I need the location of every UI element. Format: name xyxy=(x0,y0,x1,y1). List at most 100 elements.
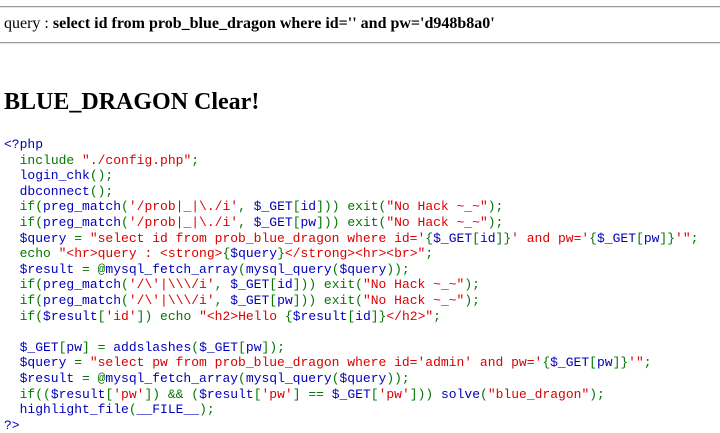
code-token: ( xyxy=(121,199,129,215)
code-token: $_GET xyxy=(230,292,270,308)
code-token: ]) echo xyxy=(136,308,200,324)
code-token: ])) exit( xyxy=(316,199,387,215)
code-token: ); xyxy=(589,386,605,402)
code-token: ( xyxy=(331,261,340,277)
code-token: dbconnect xyxy=(4,183,90,199)
query-display: query : select id from prob_blue_dragon … xyxy=(4,14,495,34)
code-token: __FILE__ xyxy=(136,402,200,418)
code-token: $_GET xyxy=(4,339,59,355)
code-token: ; xyxy=(191,152,200,168)
code-token: $_GET xyxy=(331,386,371,402)
code-token: , xyxy=(214,277,231,293)
code-token: = xyxy=(74,355,90,371)
code-token: "./config.php" xyxy=(82,152,192,168)
code-token: ])) exit( xyxy=(316,214,387,230)
code-token: preg_match xyxy=(43,292,122,308)
code-token: ); xyxy=(464,292,480,308)
code-line: echo "<hr>query : <strong>{$query}</stro… xyxy=(4,246,698,262)
code-token: [ xyxy=(238,339,246,355)
code-token xyxy=(4,215,20,230)
code-line: $result = @mysql_fetch_array(mysql_query… xyxy=(4,262,698,278)
top-horizontal-rule xyxy=(0,6,720,8)
code-token: ( xyxy=(121,214,129,230)
code-token: [ xyxy=(269,277,278,293)
code-token: if( xyxy=(19,214,44,230)
code-token: = @ xyxy=(82,370,106,386)
code-line: if(preg_match('/prob|_|\./i', $_GET[id])… xyxy=(4,199,698,215)
code-token: "No Hack ~_~" xyxy=(362,292,465,308)
code-token: "<h2>Hello xyxy=(199,308,285,324)
code-token: </strong><hr><br>" xyxy=(284,246,426,262)
code-token: 'pw' xyxy=(113,386,145,402)
code-token: [ xyxy=(105,386,114,402)
code-line: if($result['id']) echo "<h2>Hello {$resu… xyxy=(4,309,698,325)
code-token: $_GET xyxy=(199,339,239,355)
code-line: $_GET[pw] = addslashes($_GET[pw]); xyxy=(4,340,698,356)
code-token: ( xyxy=(238,370,246,386)
result-heading: BLUE_DRAGON Clear! xyxy=(4,89,260,115)
bottom-horizontal-rule xyxy=(0,42,720,44)
code-token: '/prob|_|\./i' xyxy=(128,199,239,215)
code-token: ( xyxy=(191,339,200,355)
code-token: if( xyxy=(19,308,44,324)
code-token: $_GET xyxy=(253,199,293,215)
code-token: solve xyxy=(441,386,481,402)
code-token: id xyxy=(479,230,496,246)
code-token: = xyxy=(74,230,90,246)
code-token: if( xyxy=(19,292,44,308)
code-token: [ xyxy=(589,355,597,371)
code-token: '/prob|_|\./i' xyxy=(128,214,239,230)
code-line: dbconnect(); xyxy=(4,184,698,200)
code-token: { xyxy=(589,230,597,246)
code-token: ])) exit( xyxy=(292,277,363,293)
code-token: $_GET xyxy=(230,277,270,293)
query-prefix: query : xyxy=(4,15,53,32)
code-token: $query xyxy=(4,230,75,246)
code-token: ' and pw=' xyxy=(511,230,590,246)
code-token: $result xyxy=(4,261,83,277)
code-token: [ xyxy=(636,230,644,246)
code-token: [ xyxy=(292,199,301,215)
code-token: echo xyxy=(19,246,59,262)
code-token: $_GET xyxy=(433,230,473,246)
code-token: pw xyxy=(277,292,293,308)
code-token: ]); xyxy=(261,339,285,355)
code-token: { xyxy=(425,230,434,246)
code-token: pw xyxy=(300,214,317,230)
code-token: id xyxy=(277,277,293,293)
code-token: [ xyxy=(292,214,301,230)
query-sql: select id from prob_blue_dragon where id… xyxy=(52,15,495,32)
code-token: ; xyxy=(425,246,434,262)
code-token: ); xyxy=(464,277,480,293)
code-line: <?php xyxy=(4,137,698,153)
code-token xyxy=(4,153,20,168)
code-token: (); xyxy=(89,183,114,199)
code-token: $query xyxy=(339,370,387,386)
code-token: ); xyxy=(487,214,504,230)
code-token: ( xyxy=(238,261,246,277)
code-token: if( xyxy=(19,199,44,215)
code-token: <?php xyxy=(4,137,44,152)
code-token: '/\'|\\\/i' xyxy=(128,277,215,293)
code-token: [ xyxy=(58,339,67,355)
code-token: ( xyxy=(480,386,488,402)
code-token: [ xyxy=(97,308,106,324)
code-token: ])) exit( xyxy=(292,292,363,308)
code-token: { xyxy=(222,246,231,262)
code-token: $_GET xyxy=(253,214,293,230)
code-token: ] == xyxy=(292,386,332,402)
code-token: mysql_query xyxy=(245,370,332,386)
code-token: "No Hack ~_~" xyxy=(362,277,465,293)
code-token: $result xyxy=(50,386,106,402)
code-token: "<hr>query : <strong> xyxy=(58,246,223,262)
code-token: addslashes xyxy=(113,339,192,355)
code-line: if(preg_match('/\'|\\\/i', $_GET[pw])) e… xyxy=(4,293,698,309)
code-token: ] = xyxy=(82,339,114,355)
code-token: [ xyxy=(269,292,278,308)
code-line: ?> xyxy=(4,418,698,433)
code-token: pw xyxy=(596,355,613,371)
code-token: $query xyxy=(4,355,75,371)
code-line: include "./config.php"; xyxy=(4,153,698,169)
code-line: $result = @mysql_fetch_array(mysql_query… xyxy=(4,371,698,387)
code-token: [ xyxy=(253,386,262,402)
